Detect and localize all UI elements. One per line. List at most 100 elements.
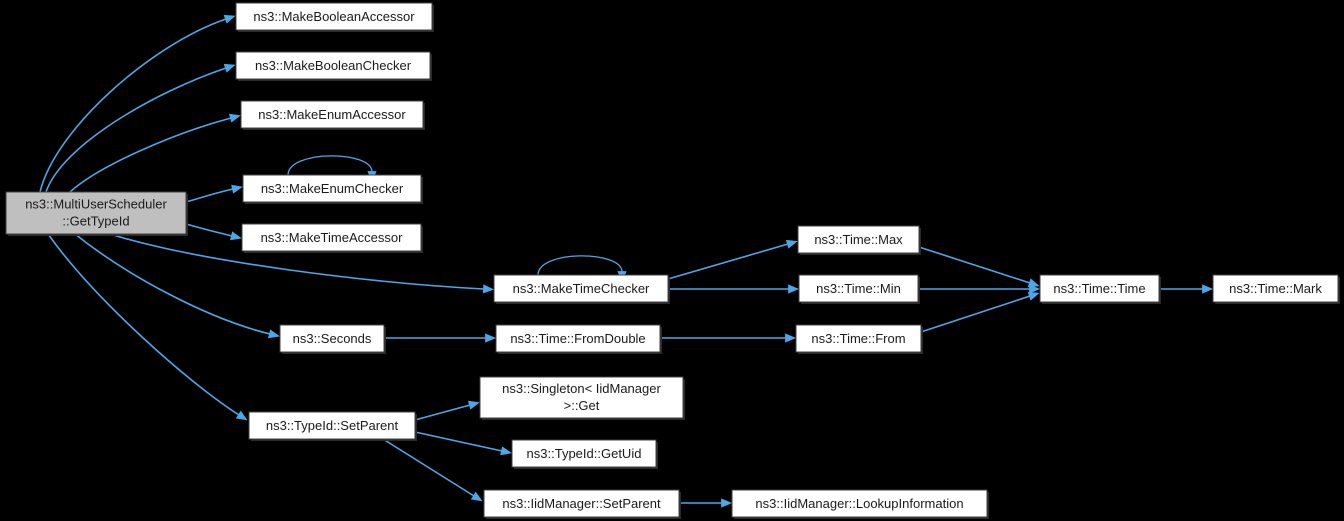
node-box[interactable] [731,489,988,518]
edge-arrowhead [1027,291,1040,301]
node-label: ns3::IidManager::LookupInformation [755,496,963,511]
graph-node-make_boolean_accessor[interactable]: ns3::MakeBooleanAccessor [235,2,434,32]
edge-path [287,155,373,176]
edge-seconds-to-time_fromdouble [384,333,497,343]
graph-node-time_max[interactable]: ns3::Time::Max [797,225,921,255]
edge-path [39,18,227,193]
node-box[interactable] [795,324,922,353]
node-box[interactable] [483,489,680,518]
edge-typeid_setparent-to-iidmanager_setparent [382,438,483,502]
edge-time_max-to-time_time [918,246,1040,288]
edge-path [667,243,789,280]
edge-arrowhead [223,63,236,73]
node-box[interactable] [479,376,684,419]
node-label: ns3::Seconds [293,331,372,346]
edge-root-to-make_boolean_accessor [39,14,236,193]
node-box[interactable] [235,51,431,80]
graph-node-root[interactable]: ns3::MultiUserScheduler::GetTypeId [5,191,188,236]
node-box[interactable] [1039,274,1160,303]
graph-node-make_time_checker[interactable]: ns3::MakeTimeChecker [493,274,670,304]
edge-arrowhead [231,184,243,194]
edge-arrowhead [268,329,280,339]
node-box[interactable] [240,100,424,129]
edge-root-to-typeid_setparent [47,233,248,421]
edge-path [47,233,240,416]
node-label: ns3::Time::Max [814,232,903,247]
graph-node-make_boolean_checker[interactable]: ns3::MakeBooleanChecker [235,51,432,81]
edge-arrowhead [1029,284,1041,294]
edge-arrowhead [785,239,798,249]
edge-path [185,223,233,237]
node-label: ns3::TypeId::GetUid [527,446,642,461]
node-box[interactable] [798,274,919,303]
graph-node-typeid_getuid[interactable]: ns3::TypeId::GetUid [511,439,658,469]
graph-node-typeid_setparent[interactable]: ns3::TypeId::SetParent [248,411,417,441]
node-label: ns3::Time::From [811,331,905,346]
node-box[interactable] [1212,274,1339,303]
node-label: ns3::MakeTimeAccessor [261,230,404,245]
edge-make_time_checker-to-time_min [668,284,800,294]
node-box[interactable] [235,2,433,31]
node-box[interactable] [242,174,422,203]
edge-path [414,404,471,421]
node-label: ns3::MakeEnumChecker [261,181,404,196]
edge-arrowhead [223,14,236,24]
node-box[interactable] [241,223,422,252]
edge-path [920,295,1031,333]
edge-typeid_setparent-to-typeid_getuid [414,431,512,456]
graph-node-make_enum_checker[interactable]: ns3::MakeEnumChecker [242,174,423,204]
graph-node-make_enum_accessor[interactable]: ns3::MakeEnumAccessor [240,100,425,130]
edge-arrowhead [1202,284,1214,294]
node-label: ns3::MakeTimeChecker [513,281,650,296]
edge-root-to-make_enum_checker [185,184,243,203]
graph-node-time_from[interactable]: ns3::Time::From [795,324,923,354]
graph-node-iidmanager_lookup[interactable]: ns3::IidManager::LookupInformation [731,489,989,519]
edges-layer [39,14,1214,508]
node-box[interactable] [495,324,661,353]
graph-node-seconds[interactable]: ns3::Seconds [279,324,386,354]
nodes-layer: ns3::MultiUserScheduler::GetTypeIdns3::M… [5,2,1340,519]
node-label-line1: ns3::Singleton< IidManager [502,381,661,396]
edge-path [537,255,623,276]
node-label-line2: ::GetTypeId [62,213,129,228]
node-label-line1: ns3::MultiUserScheduler [25,196,167,211]
edge-time_time-to-time_mark [1159,284,1214,294]
edge-arrowhead [500,446,512,456]
edge-arrowhead [788,284,800,294]
graph-node-time_time[interactable]: ns3::Time::Time [1039,274,1161,304]
graph-node-time_min[interactable]: ns3::Time::Min [798,274,920,304]
edge-make_time_checker-to-time_max [667,239,798,280]
edge-time_min-to-time_time [918,284,1041,294]
edge-path [382,438,475,497]
node-box[interactable] [493,274,669,303]
edge-path [414,431,503,452]
graph-node-singleton_get[interactable]: ns3::Singleton< IidManager>::Get [479,376,685,420]
node-box[interactable] [248,411,416,440]
graph-node-iidmanager_setparent[interactable]: ns3::IidManager::SetParent [483,489,681,519]
graph-node-time_fromdouble[interactable]: ns3::Time::FromDouble [495,324,662,354]
edge-arrowhead [485,333,497,343]
edge-path [74,233,271,335]
edge-typeid_setparent-to-singleton_get [414,400,480,421]
node-box[interactable] [797,225,920,254]
edge-arrowhead [235,410,248,421]
node-label: ns3::MakeBooleanAccessor [253,9,415,24]
node-label: ns3::Time::FromDouble [510,331,645,346]
edge-path [109,233,485,290]
edge-arrowhead [467,400,480,410]
node-box[interactable] [279,324,385,353]
edge-root-to-seconds [74,233,280,339]
edge-root-to-make_boolean_checker [45,63,236,193]
graph-node-make_time_accessor[interactable]: ns3::MakeTimeAccessor [241,223,423,253]
edge-arrowhead [482,284,495,294]
node-label: ns3::MakeEnumAccessor [258,107,406,122]
graph-node-time_mark[interactable]: ns3::Time::Mark [1212,274,1340,304]
node-box[interactable] [5,191,187,235]
edge-arrowhead [785,333,797,343]
node-label: ns3::TypeId::SetParent [266,418,399,433]
node-label: ns3::Time::Time [1053,281,1145,296]
node-box[interactable] [511,439,657,468]
node-label-line2: >::Get [564,398,600,413]
